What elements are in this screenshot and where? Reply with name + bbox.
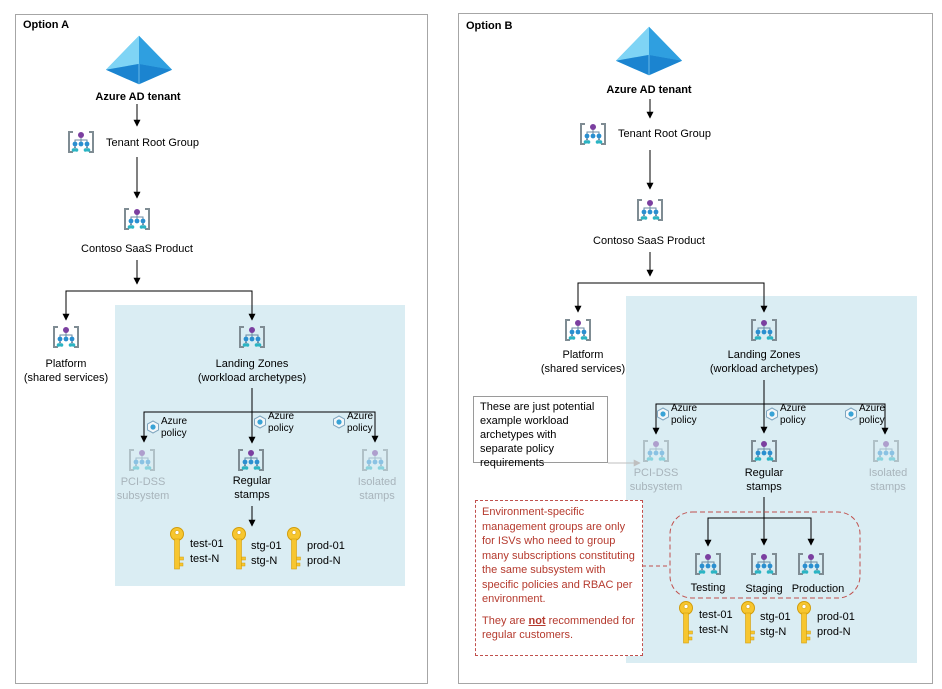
azure-ad-pyramid-icon	[104, 34, 174, 86]
platform-label: Platform (shared services)	[16, 357, 116, 385]
management-group-icon	[563, 316, 593, 344]
isolated-stamps-label: Isolated stamps	[357, 476, 397, 502]
management-group-icon	[237, 323, 267, 351]
management-group-icon	[51, 323, 81, 351]
environment-note-paragraph-1: Environment-specific management groups a…	[482, 506, 635, 605]
management-group-icon	[641, 437, 671, 465]
azure-policy-icon	[765, 407, 779, 421]
option-b-landing-zone-area	[626, 296, 917, 663]
environment-note-paragraph-2: They are not recommended for regular cus…	[482, 614, 635, 642]
management-group-icon	[635, 196, 665, 224]
contoso-saas-product-label: Contoso SaaS Product	[81, 243, 193, 255]
azure-ad-tenant-label: Azure AD tenant	[606, 84, 692, 96]
staging-label: Staging	[745, 583, 783, 595]
management-group-icon	[578, 120, 608, 148]
azure-policy-icon	[656, 407, 670, 421]
subscription-key-icon	[167, 527, 187, 573]
azure-policy-icon	[146, 420, 160, 434]
management-group-icon	[749, 316, 779, 344]
option-b-title: Option B	[466, 20, 513, 32]
tenant-root-group-label: Tenant Root Group	[618, 128, 711, 140]
azure-policy-icon	[253, 415, 267, 429]
subscription-key-icon	[229, 527, 249, 573]
azure-policy-icon	[844, 407, 858, 421]
management-group-icon	[749, 437, 779, 465]
environment-groups-note: Environment-specific management groups a…	[475, 500, 643, 656]
management-group-icon	[127, 446, 157, 474]
production-label: Production	[791, 583, 845, 595]
management-group-icon	[122, 205, 152, 233]
landing-zones-label: Landing Zones (workload archetypes)	[192, 357, 312, 385]
management-group-icon	[236, 446, 266, 474]
azure-policy-icon	[332, 415, 346, 429]
management-group-icon	[749, 550, 779, 578]
landing-zones-label: Landing Zones (workload archetypes)	[709, 349, 819, 375]
tenant-root-group-label: Tenant Root Group	[106, 137, 199, 149]
platform-label: Platform (shared services)	[540, 349, 626, 375]
landing-zones-line-2: (workload archetypes)	[197, 372, 307, 384]
isolated-stamps-label: Isolated stamps	[868, 467, 908, 493]
regular-stamps-label: Regular stamps	[232, 475, 272, 501]
subscription-key-icon	[284, 527, 304, 573]
management-group-icon	[66, 128, 96, 156]
subscription-key-icon	[676, 601, 696, 647]
option-a-landing-zone-area	[115, 305, 405, 586]
landing-zones-line-1: Landing Zones	[215, 358, 289, 370]
platform-line-1: Platform	[45, 358, 87, 370]
pci-dss-subsystem-label: PCI-DSS subsystem	[116, 476, 170, 502]
azure-ad-pyramid-icon	[614, 25, 684, 77]
contoso-saas-product-label: Contoso SaaS Product	[593, 235, 705, 247]
management-group-icon	[796, 550, 826, 578]
management-group-icon	[360, 446, 390, 474]
option-a-title: Option A	[23, 19, 70, 31]
azure-ad-tenant-label: Azure AD tenant	[95, 91, 181, 103]
management-group-icon	[871, 437, 901, 465]
management-group-icon	[693, 550, 723, 578]
testing-label: Testing	[690, 582, 726, 594]
subscription-key-icon	[738, 601, 758, 647]
regular-stamps-label: Regular stamps	[744, 467, 784, 493]
pci-dss-subsystem-label: PCI-DSS subsystem	[629, 467, 683, 493]
platform-line-2: (shared services)	[23, 372, 109, 384]
archetypes-note: These are just potential example workloa…	[473, 396, 608, 469]
subscription-key-icon	[794, 601, 814, 647]
